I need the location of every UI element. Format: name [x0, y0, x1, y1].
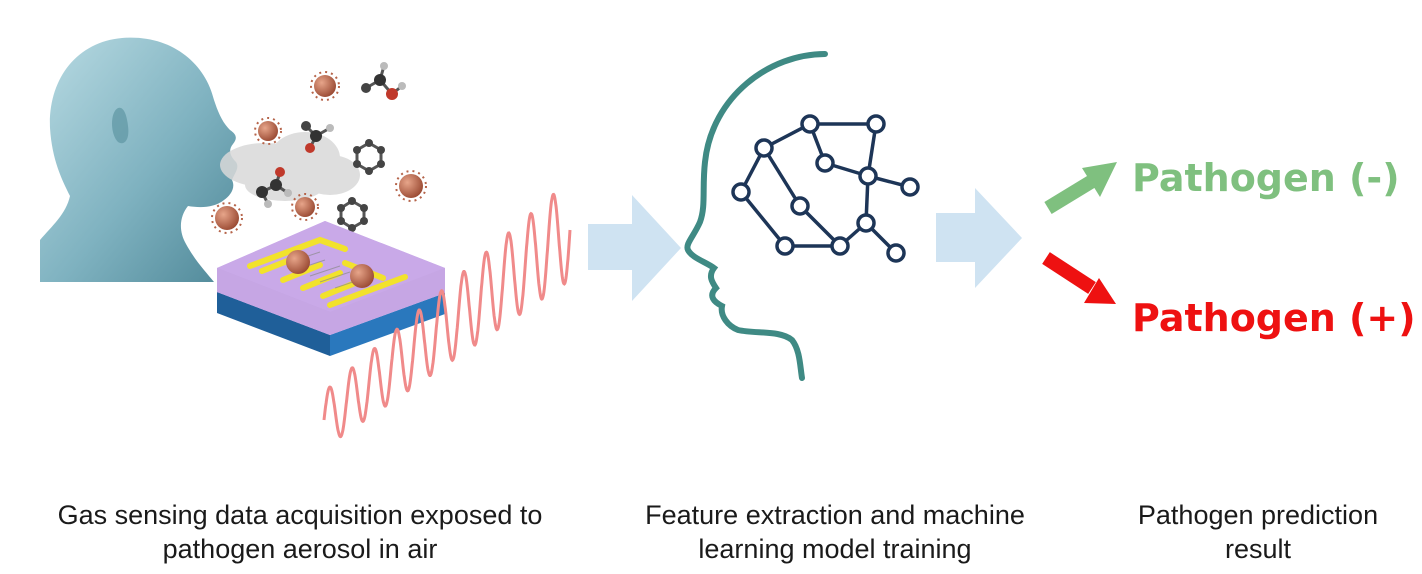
network-node: [790, 196, 810, 216]
caption-step-2-line-2: learning model training: [698, 534, 972, 564]
network-node: [866, 114, 886, 134]
caption-step-3-line-2: result: [1224, 534, 1292, 564]
arrow-negative: [1044, 162, 1117, 214]
brain-head-outline: [684, 51, 828, 381]
sensing-signal-wave: [322, 192, 572, 439]
molecule-icon: [337, 197, 368, 232]
molecules: [256, 62, 406, 232]
caption-step-2: Feature extraction and machine learning …: [585, 498, 1085, 566]
virus-icon: [211, 202, 243, 234]
arrow-positive: [1042, 252, 1116, 304]
caption-step-1: Gas sensing data acquisition exposed to …: [0, 498, 600, 566]
caption-step-1-line-1: Gas sensing data acquisition exposed to: [57, 500, 543, 530]
flow-arrow-1: [588, 195, 681, 301]
result-pathogen-positive: Pathogen (+): [1132, 296, 1416, 340]
molecule-icon: [361, 62, 406, 100]
virus-particles: [211, 71, 427, 234]
molecule-icon: [353, 139, 385, 175]
network-node: [886, 243, 906, 263]
network-head-icon: [684, 51, 920, 381]
network-node: [775, 236, 795, 256]
network-node: [800, 114, 820, 134]
molecule-icon: [301, 121, 334, 153]
virus-icon: [395, 170, 427, 202]
network-node: [815, 153, 835, 173]
result-pathogen-negative: Pathogen (-): [1132, 156, 1400, 200]
network-node: [900, 177, 920, 197]
virus-icon: [291, 193, 319, 221]
sensor-chip-icon: [217, 221, 445, 356]
network-node: [856, 213, 876, 233]
molecule-icon: [256, 167, 292, 208]
caption-step-3: Pathogen prediction result: [1100, 498, 1416, 566]
caption-step-3-line-1: Pathogen prediction: [1137, 500, 1379, 530]
caption-step-2-line-1: Feature extraction and machine: [645, 500, 1025, 530]
network-node: [830, 236, 850, 256]
virus-icon: [254, 117, 282, 145]
human-head-icon: [40, 37, 238, 283]
network-node: [731, 182, 751, 202]
network-node: [858, 166, 878, 186]
network-node: [754, 138, 774, 158]
virus-icon: [310, 71, 340, 101]
flow-arrow-2: [936, 188, 1022, 288]
caption-step-1-line-2: pathogen aerosol in air: [162, 534, 438, 564]
